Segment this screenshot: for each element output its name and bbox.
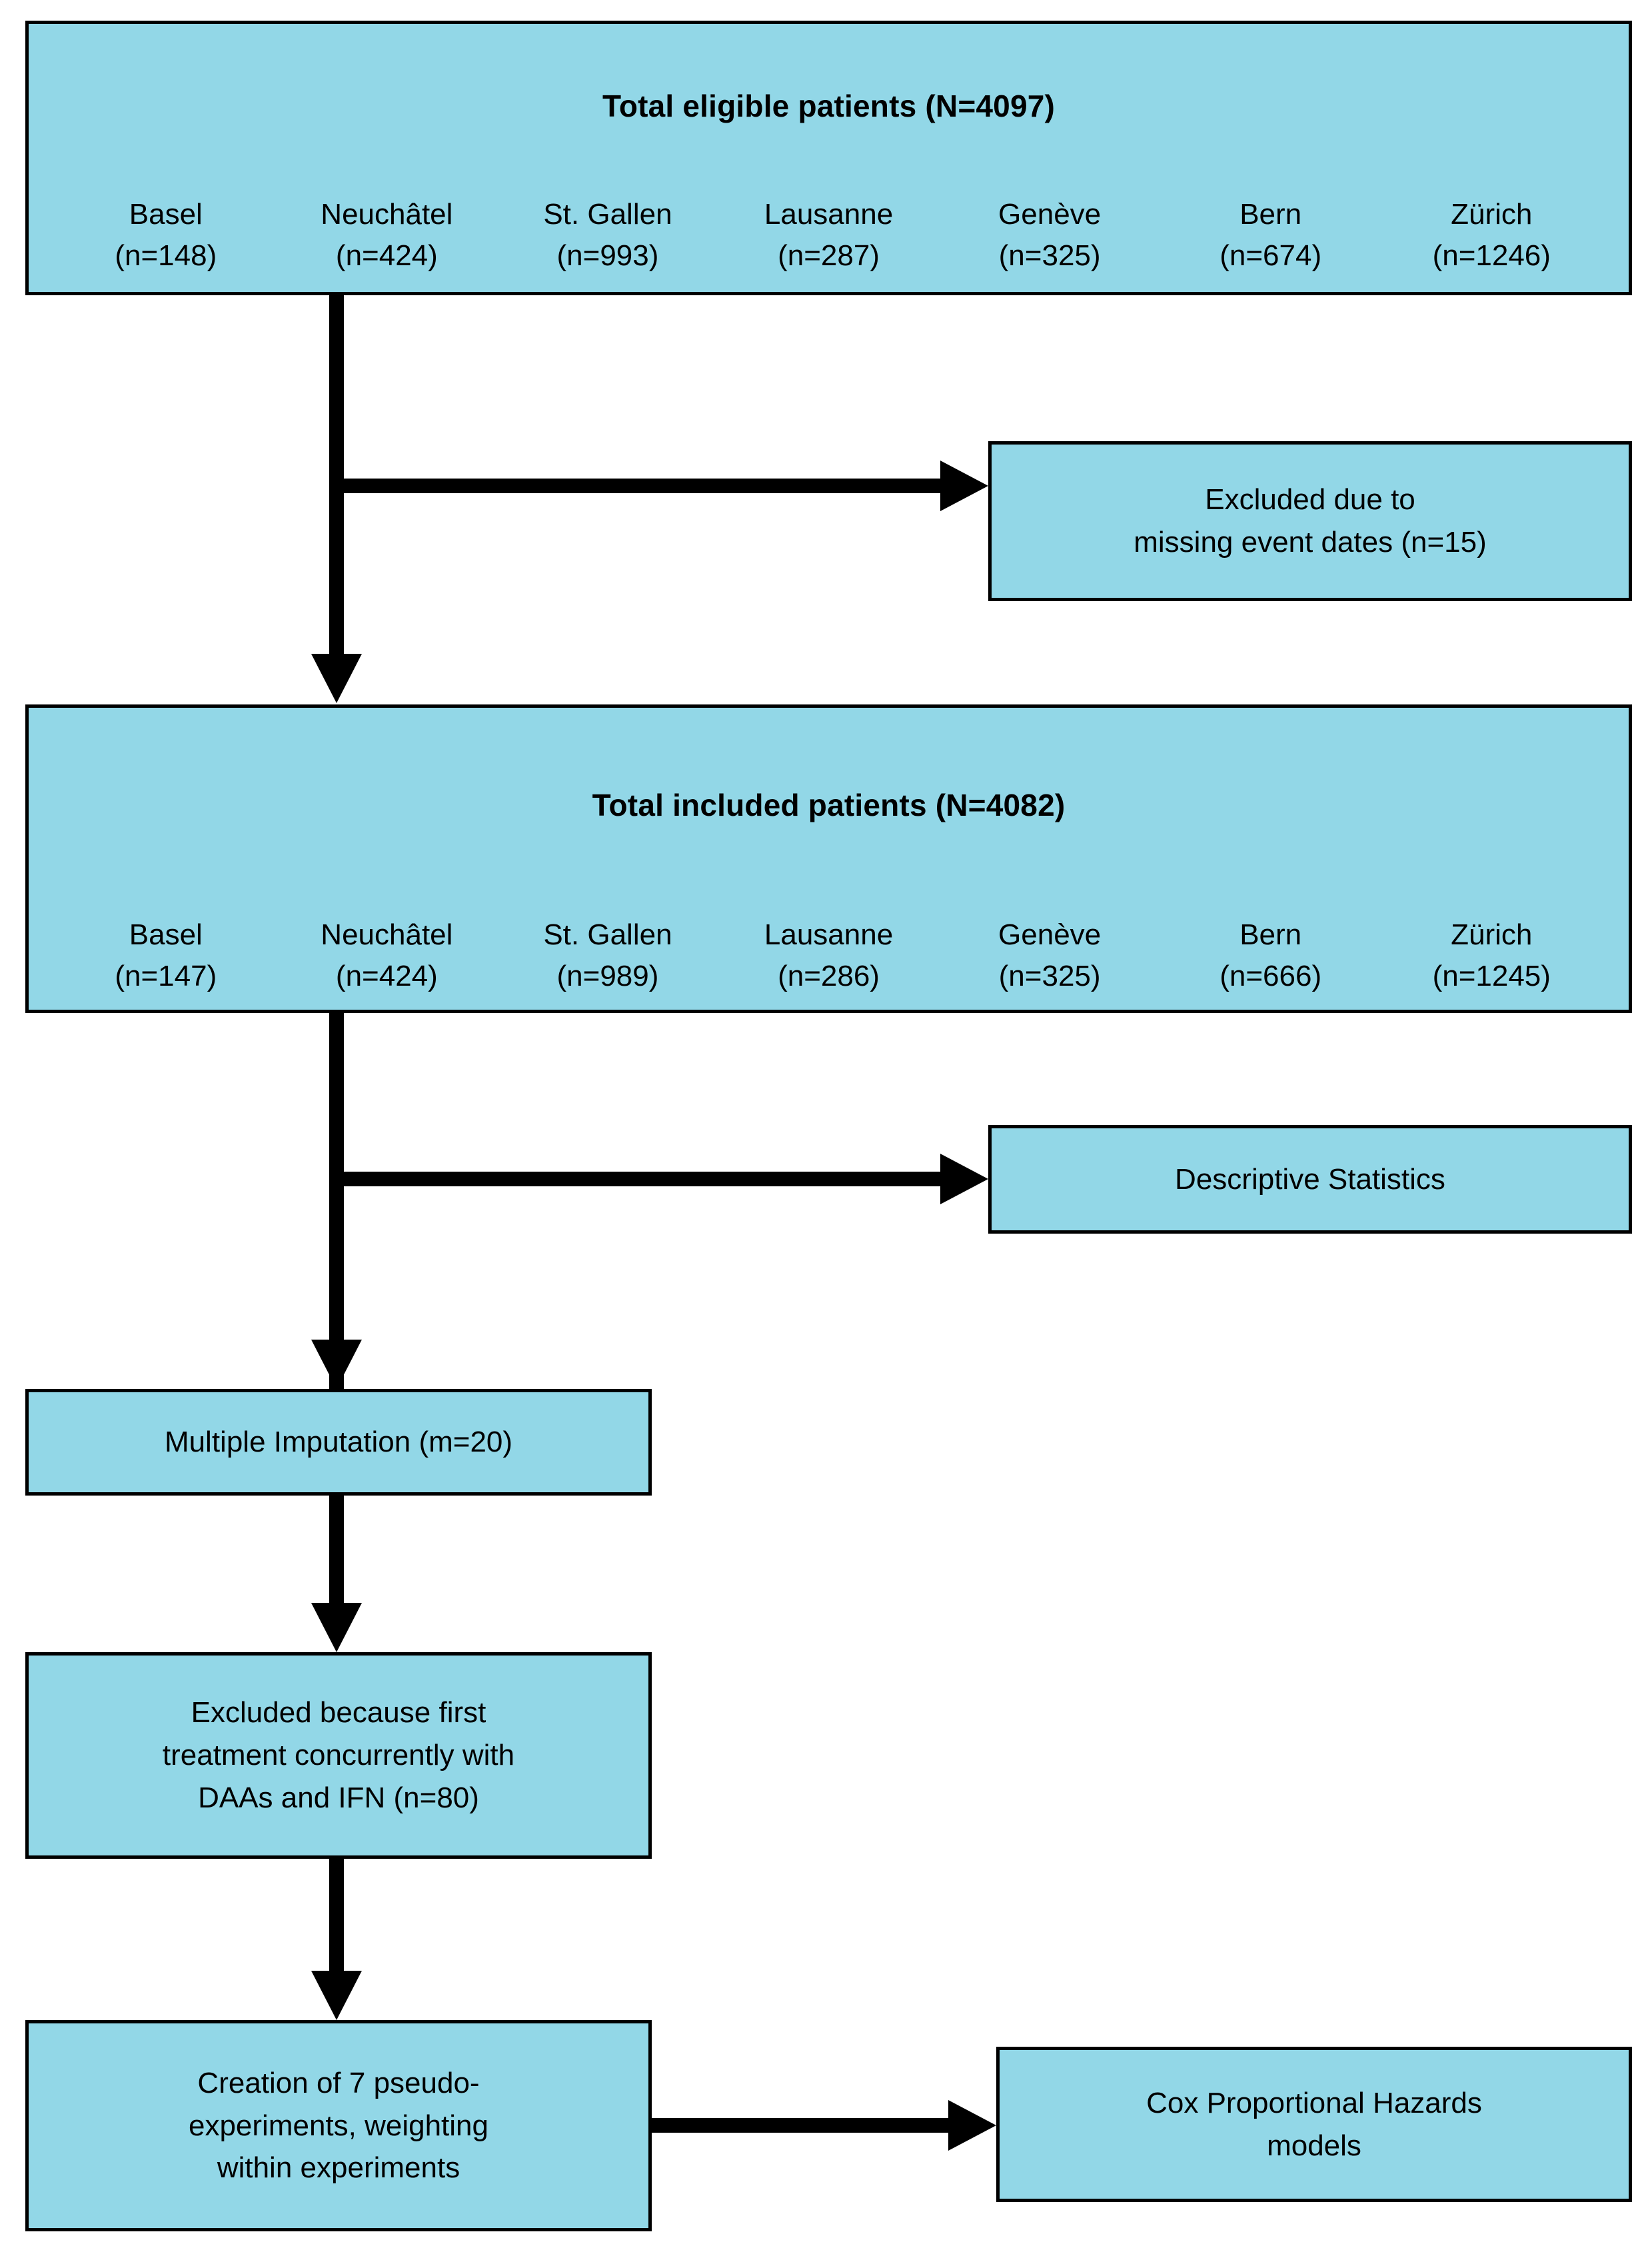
arrowhead-down-to-excluded-daas [311,1603,362,1652]
site-count: (n=325) [998,239,1101,273]
node-title-total-included: Total included patients (N=4082) [592,788,1066,822]
site-name: St. Gallen [543,918,672,951]
site-count: (n=424) [335,239,438,273]
arrowhead-down-to-included [311,654,362,703]
site-name: St. Gallen [543,198,672,231]
site-entry: St. Gallen (n=989) [497,914,718,998]
site-count: (n=147) [115,960,217,993]
connector-horizontal-to-descriptive [337,1172,951,1186]
arrowhead-right-to-descriptive [940,1154,988,1204]
site-count: (n=989) [556,960,659,993]
node-text-line: Creation of 7 pseudo- [197,2066,480,2099]
site-count: (n=424) [335,960,438,993]
site-breakdown-included: Basel (n=147) Neuchâtel (n=424) St. Gall… [55,914,1602,998]
site-name: Zürich [1451,198,1533,231]
site-count: (n=286) [778,960,880,993]
site-entry: Zürich (n=1246) [1381,194,1602,277]
node-body: Total eligible patients (N=4097) Basel (… [29,24,1629,292]
node-excluded-missing-event-dates: Excluded due to missing event dates (n=1… [988,441,1632,601]
node-text-line: within experiments [217,2151,460,2185]
node-descriptive-statistics: Descriptive Statistics [988,1125,1632,1234]
connector-vertical-included-to-imputation [329,1013,344,1390]
site-entry: Bern (n=674) [1160,194,1381,277]
node-text-line: DAAs and IFN (n=80) [198,1781,479,1814]
site-entry: Bern (n=666) [1160,914,1381,998]
arrowhead-down-to-imputation [311,1340,362,1389]
node-multiple-imputation: Multiple Imputation (m=20) [25,1389,652,1496]
connector-vertical-excluded-daas-to-pseudo [329,1859,344,1971]
node-text-line: Excluded because first [191,1696,486,1729]
site-entry: Basel (n=147) [55,914,277,998]
site-count: (n=287) [778,239,880,273]
node-text-line: models [1267,2129,1361,2162]
site-count: (n=1245) [1432,960,1551,993]
site-name: Bern [1239,198,1302,231]
arrowhead-right-to-excluded-dates [940,461,988,511]
site-entry: Neuchâtel (n=424) [277,914,498,998]
connector-vertical-imputation-to-excluded-daas [329,1496,344,1604]
node-total-eligible-patients: Total eligible patients (N=4097) Basel (… [25,21,1632,295]
connector-vertical-eligible-to-included [329,295,344,655]
node-total-included-patients: Total included patients (N=4082) Basel (… [25,704,1632,1013]
node-pseudo-experiments: Creation of 7 pseudo- experiments, weigh… [25,2020,652,2231]
site-count: (n=325) [998,960,1101,993]
site-name: Neuchâtel [321,198,453,231]
site-entry: Lausanne (n=286) [718,914,940,998]
site-name: Lausanne [764,918,894,951]
node-cox-proportional-hazards-models: Cox Proportional Hazards models [996,2047,1632,2202]
site-count: (n=148) [115,239,217,273]
site-count: (n=674) [1220,239,1322,273]
site-name: Lausanne [764,198,894,231]
site-name: Neuchâtel [321,918,453,951]
site-count: (n=666) [1220,960,1322,993]
node-text-line: treatment concurrently with [162,1739,515,1772]
site-name: Basel [129,918,203,951]
site-entry: Genève (n=325) [939,914,1160,998]
arrowhead-right-to-cox-models [948,2100,996,2151]
node-text-line: experiments, weighting [188,2109,488,2142]
connector-horizontal-pseudo-to-cox [651,2118,963,2133]
site-name: Genève [998,198,1102,231]
site-entry: St. Gallen (n=993) [497,194,718,277]
node-text-line: Cox Proportional Hazards [1146,2086,1482,2119]
site-entry: Zürich (n=1245) [1381,914,1602,998]
node-excluded-concurrent-daas-ifn: Excluded because first treatment concurr… [25,1652,652,1859]
node-text-line: Descriptive Statistics [1175,1162,1445,1196]
site-count: (n=993) [556,239,659,273]
site-breakdown-eligible: Basel (n=148) Neuchâtel (n=424) St. Gall… [55,194,1602,277]
node-text-line: Multiple Imputation (m=20) [164,1426,513,1459]
node-text-line: missing event dates (n=15) [1134,526,1487,559]
connector-horizontal-to-excluded-dates [337,479,951,493]
site-name: Genève [998,918,1102,951]
site-name: Basel [129,198,203,231]
site-name: Zürich [1451,918,1533,951]
node-text-line: Excluded due to [1205,483,1415,517]
site-entry: Basel (n=148) [55,194,277,277]
site-name: Bern [1239,918,1302,951]
site-count: (n=1246) [1432,239,1551,273]
node-body: Total included patients (N=4082) Basel (… [29,708,1629,1010]
node-title-total-eligible: Total eligible patients (N=4097) [602,89,1056,123]
site-entry: Genève (n=325) [939,194,1160,277]
site-entry: Neuchâtel (n=424) [277,194,498,277]
site-entry: Lausanne (n=287) [718,194,940,277]
arrowhead-down-to-pseudo-experiments [311,1971,362,2020]
